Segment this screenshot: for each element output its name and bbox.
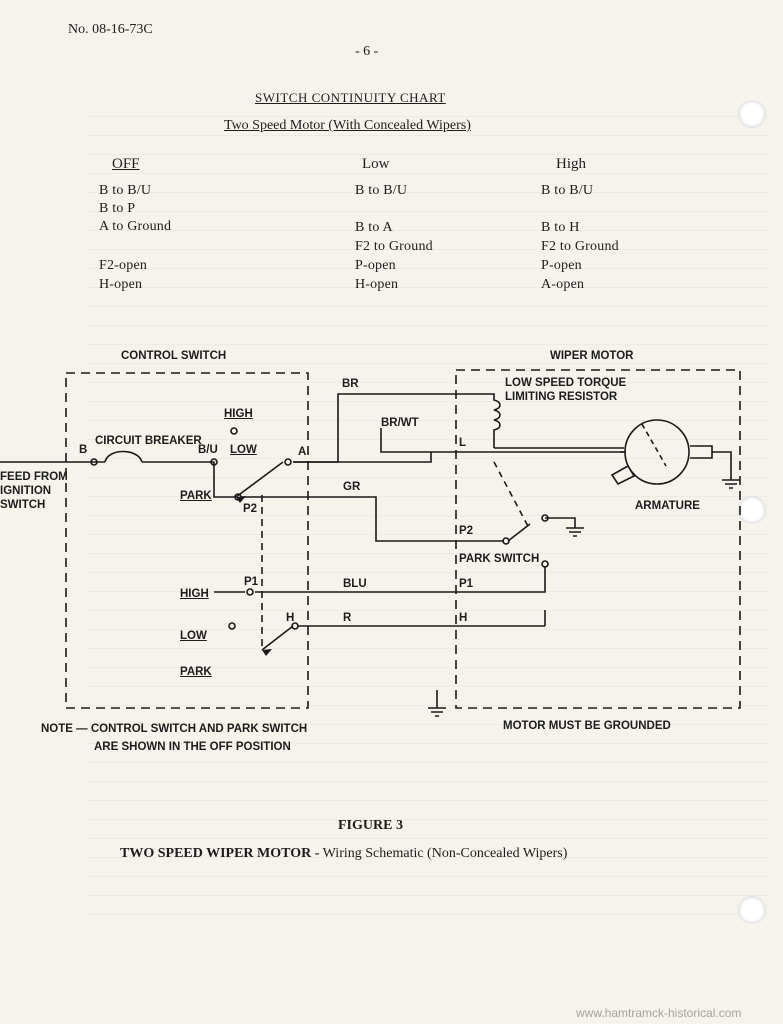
chart-cell: B to P — [99, 201, 136, 216]
figure-caption: TWO SPEED WIPER MOTOR - Wiring Schematic… — [120, 846, 567, 862]
park-switch-label: PARK SWITCH — [459, 553, 540, 565]
a-to-l-jumper — [293, 452, 432, 463]
watermark-url: www.hamtramck-historical.com — [576, 1006, 742, 1020]
chart-cell: F2-open — [99, 258, 148, 273]
note-line: ARE SHOWN IN THE OFF POSITION — [94, 741, 291, 753]
terminal-p1-right: P1 — [459, 578, 474, 590]
chart-subtitle: Two Speed Motor (With Concealed Wipers) — [224, 118, 471, 133]
chart-cell: A-open — [541, 277, 585, 292]
chart-cell: P-open — [355, 258, 396, 273]
upper-switch-blade — [235, 461, 284, 498]
binder-hole-icon — [738, 496, 766, 524]
terminal-a: A — [298, 446, 307, 458]
page-number: - 6 - — [355, 44, 379, 59]
park-ground-symbol — [566, 527, 584, 537]
feed-label: SWITCH — [0, 499, 46, 511]
ground-note: MOTOR MUST BE GROUNDED — [503, 720, 671, 732]
figure-caption-bold: TWO SPEED WIPER MOTOR - — [120, 846, 320, 861]
position-high: HIGH — [224, 408, 253, 420]
chart-cell: A to Ground — [99, 219, 172, 234]
resistor-coil — [492, 393, 501, 448]
column-heading-high: High — [556, 156, 586, 172]
resistor-label: LIMITING RESISTOR — [505, 391, 618, 403]
circuit-breaker-label: CIRCUIT BREAKER — [95, 435, 202, 447]
position-park: PARK — [180, 490, 212, 502]
terminal-h-right: H — [459, 612, 468, 624]
terminal-p1-left: P1 — [244, 576, 259, 588]
circuit-breaker-symbol — [104, 450, 143, 463]
feed-label: FEED FROM — [0, 471, 68, 483]
terminal-b: B — [79, 444, 88, 456]
chart-cell: B to H — [541, 220, 580, 235]
wire-brwt: BR/WT — [381, 417, 419, 429]
terminal-bu: B/U — [198, 444, 218, 456]
chart-cell: B to B/U — [541, 183, 594, 198]
position-park-lower: PARK — [180, 666, 212, 678]
binder-hole-icon — [738, 896, 766, 924]
column-heading-low: Low — [362, 156, 390, 172]
ground-symbol — [428, 707, 446, 717]
position-low: LOW — [230, 444, 257, 456]
chart-cell: F2 to Ground — [541, 239, 619, 254]
terminal-p2-left: P2 — [243, 503, 258, 515]
position-low-lower: LOW — [180, 630, 207, 642]
park-switch-linkage — [493, 461, 531, 531]
doc-number: No. 08-16-73C — [68, 22, 153, 37]
chart-cell: B to B/U — [99, 183, 152, 198]
chart-cell: H-open — [355, 277, 399, 292]
armature-cam — [641, 423, 667, 467]
control-switch-enclosure — [65, 372, 309, 709]
terminal-p2-right: P2 — [459, 525, 474, 537]
motor-ground-symbol — [722, 479, 740, 489]
chart-cell: H-open — [99, 277, 143, 292]
park-ground-wire — [545, 517, 576, 528]
chart-cell: B to B/U — [355, 183, 408, 198]
wire-blu: BLU — [343, 578, 367, 590]
blu-wire — [255, 566, 546, 593]
note-line: NOTE — CONTROL SWITCH AND PARK SWITCH — [41, 723, 308, 735]
control-switch-label: CONTROL SWITCH — [121, 350, 227, 362]
chart-cell: F2 to Ground — [355, 239, 433, 254]
chart-cell: B to A — [355, 220, 393, 235]
figure-caption-rest: Wiring Schematic (Non-Concealed Wipers) — [319, 846, 568, 861]
armature-brush-left — [610, 464, 636, 486]
wire-gr: GR — [343, 481, 361, 493]
wire-br: BR — [342, 378, 359, 390]
resistor-label: LOW SPEED TORQUE — [505, 377, 627, 389]
figure-number: FIGURE 3 — [338, 818, 403, 833]
terminal-h: H — [286, 612, 295, 624]
wiper-motor-enclosure — [455, 369, 741, 709]
bu-wire — [142, 461, 236, 498]
gr-wire — [240, 496, 504, 542]
park-switch-blade — [507, 523, 531, 542]
chart-title: SWITCH CONTINUITY CHART — [255, 90, 446, 105]
chart-cell: P-open — [541, 258, 582, 273]
wire-r: R — [343, 612, 352, 624]
wiper-motor-label: WIPER MOTOR — [550, 350, 634, 362]
motor-ground-wire — [712, 451, 732, 480]
armature-label: ARMATURE — [635, 500, 700, 512]
column-heading-off: OFF — [112, 156, 140, 172]
lower-switch-blade — [261, 625, 294, 651]
terminal-l: L — [459, 437, 467, 449]
armature-circle — [624, 419, 690, 485]
position-high-lower: HIGH — [180, 588, 209, 600]
binder-hole-icon — [738, 100, 766, 128]
armature-brush-right — [690, 445, 713, 459]
brwt-wire-left — [380, 428, 432, 453]
feed-label: IGNITION — [0, 485, 52, 497]
